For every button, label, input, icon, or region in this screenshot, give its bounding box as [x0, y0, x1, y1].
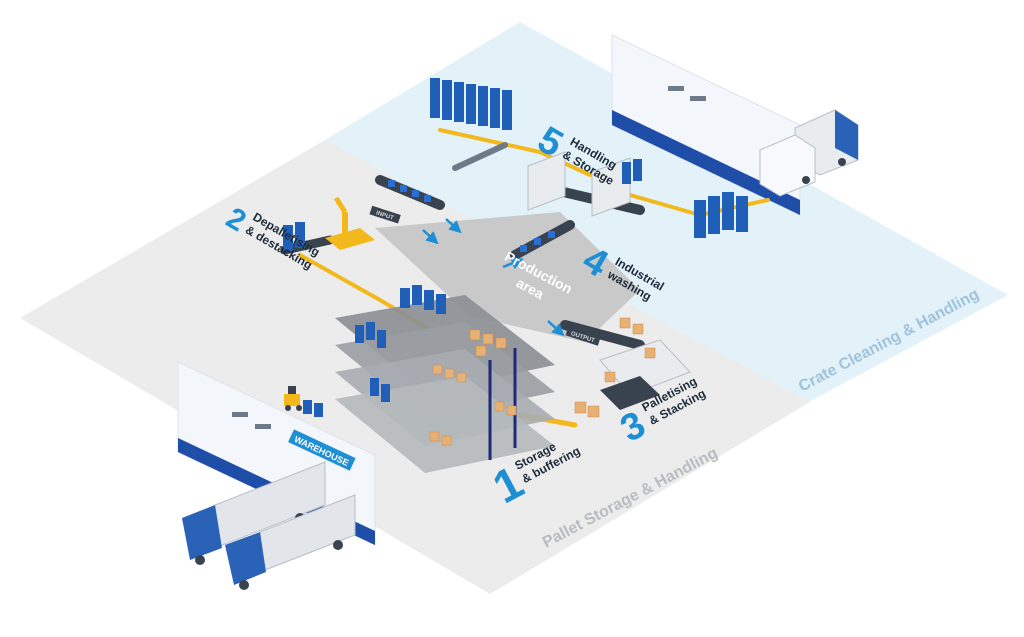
crate-stacks: [283, 78, 748, 417]
truck-warehouse-1: [182, 461, 326, 565]
robot-arm-depalletiser: [325, 196, 375, 250]
input-sign: INPUT: [369, 205, 401, 224]
truck-warehouse-2: [225, 494, 356, 590]
crate-zone-building-wall: [611, 34, 801, 216]
flow-arrows: [422, 218, 565, 337]
carton-boxes: [429, 317, 656, 446]
truck-crate-delivery: [759, 109, 859, 197]
palletiser-machine: [599, 339, 691, 410]
washing-machine: [527, 151, 631, 217]
production-zone-floor: [375, 212, 640, 342]
forklift: [284, 386, 302, 411]
crates-on-conveyor: [388, 180, 555, 252]
svg-text:INPUT: INPUT: [375, 210, 394, 221]
